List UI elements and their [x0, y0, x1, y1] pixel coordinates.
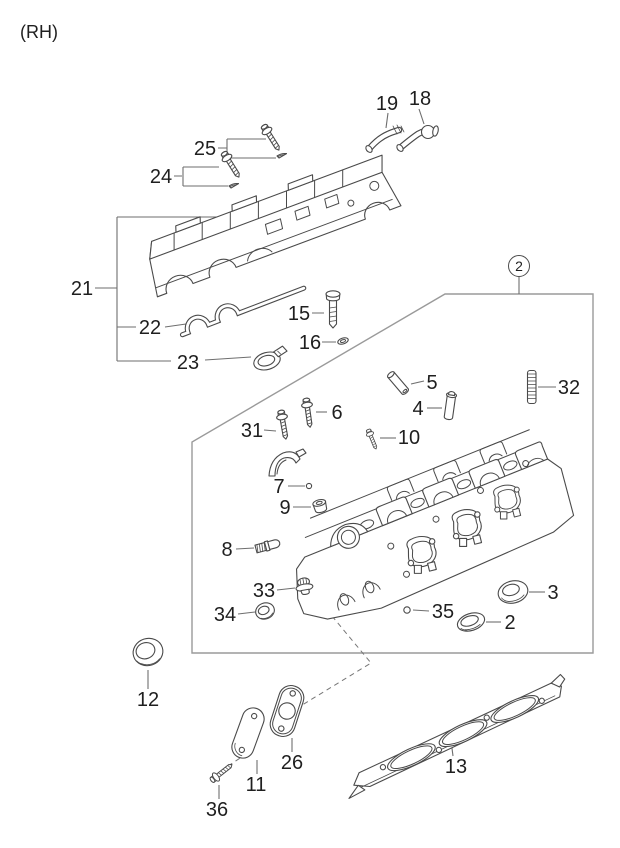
stud-8-drawing: [254, 539, 281, 554]
callout-33: 33: [253, 580, 275, 602]
callout-36: 36: [206, 799, 228, 821]
seal-ring-2-drawing: [456, 612, 486, 632]
breather-pipe-19-drawing: [365, 124, 405, 153]
bolt-31-drawing: [274, 408, 292, 441]
callout-26: 26: [281, 752, 303, 774]
callout-22: 22: [139, 317, 161, 339]
bearing-cap-drawing: [268, 448, 307, 477]
callout-16: 16: [299, 332, 321, 354]
callout-9: 9: [279, 497, 290, 519]
callout-4: 4: [412, 398, 423, 420]
bolt-10-drawing: [364, 427, 381, 451]
gasket-26-drawing: [269, 684, 305, 738]
seal-washer-23-drawing: [253, 345, 288, 371]
breather-pipe-18-drawing: [396, 124, 439, 152]
seal-34-drawing: [255, 602, 275, 620]
valve-cover-gasket-drawing: [179, 285, 307, 338]
bolt-36-drawing: [207, 760, 236, 786]
callout-19: 19: [376, 93, 398, 115]
callout-35: 35: [432, 601, 454, 623]
callout-15: 15: [288, 303, 310, 325]
callout-labels: (RH) 25 24 19 18 21 22 23 15 16 5 4 32 3…: [20, 22, 580, 821]
head-gasket-13-drawing: [348, 673, 566, 799]
bolt-6-drawing: [300, 396, 317, 429]
check-ball-7-drawing: [305, 482, 313, 490]
valve-guide-4-drawing: [443, 391, 458, 421]
callout-23: 23: [177, 352, 199, 374]
bolt-25-drawing: [258, 121, 288, 159]
tappet-9-drawing: [312, 498, 328, 514]
callout-8: 8: [221, 539, 232, 561]
callout-3: 3: [547, 582, 558, 604]
callout-12: 12: [137, 689, 159, 711]
callout-13: 13: [445, 756, 467, 778]
seal-ring-12-drawing: [132, 637, 164, 667]
view-label: (RH): [20, 22, 58, 42]
callout-18: 18: [409, 88, 431, 110]
callout-6: 6: [331, 402, 342, 424]
callout-2: 2: [504, 612, 515, 634]
callout-34: 34: [214, 604, 236, 626]
callout-11: 11: [246, 774, 267, 796]
callout-21: 21: [71, 278, 93, 300]
washer-16-drawing: [337, 337, 349, 345]
leader-lines: [95, 108, 556, 799]
group-2-boundary-box: [191, 293, 594, 654]
bolt-15-drawing: [325, 290, 341, 329]
callout-24: 24: [150, 166, 172, 188]
valve-cover-drawing: [149, 154, 402, 298]
callout-25: 25: [194, 138, 216, 160]
bolt-24-drawing: [218, 148, 245, 189]
dowel-pin-5-drawing: [386, 371, 409, 395]
callout-5: 5: [426, 372, 437, 394]
callout-32: 32: [558, 377, 580, 399]
check-ball-35-drawing: [403, 606, 411, 614]
group-2-circled-callout: 2: [508, 255, 530, 277]
callout-10: 10: [398, 427, 420, 449]
callout-7: 7: [273, 476, 284, 498]
stud-32-drawing: [526, 369, 537, 405]
seal-cap-3-drawing: [497, 580, 529, 604]
callout-31: 31: [241, 420, 263, 442]
group-2-circled-number: 2: [515, 258, 523, 274]
cover-plate-11-drawing: [231, 707, 265, 759]
plug-33-drawing: [295, 577, 314, 595]
cylinder-head-drawing: [295, 429, 575, 620]
